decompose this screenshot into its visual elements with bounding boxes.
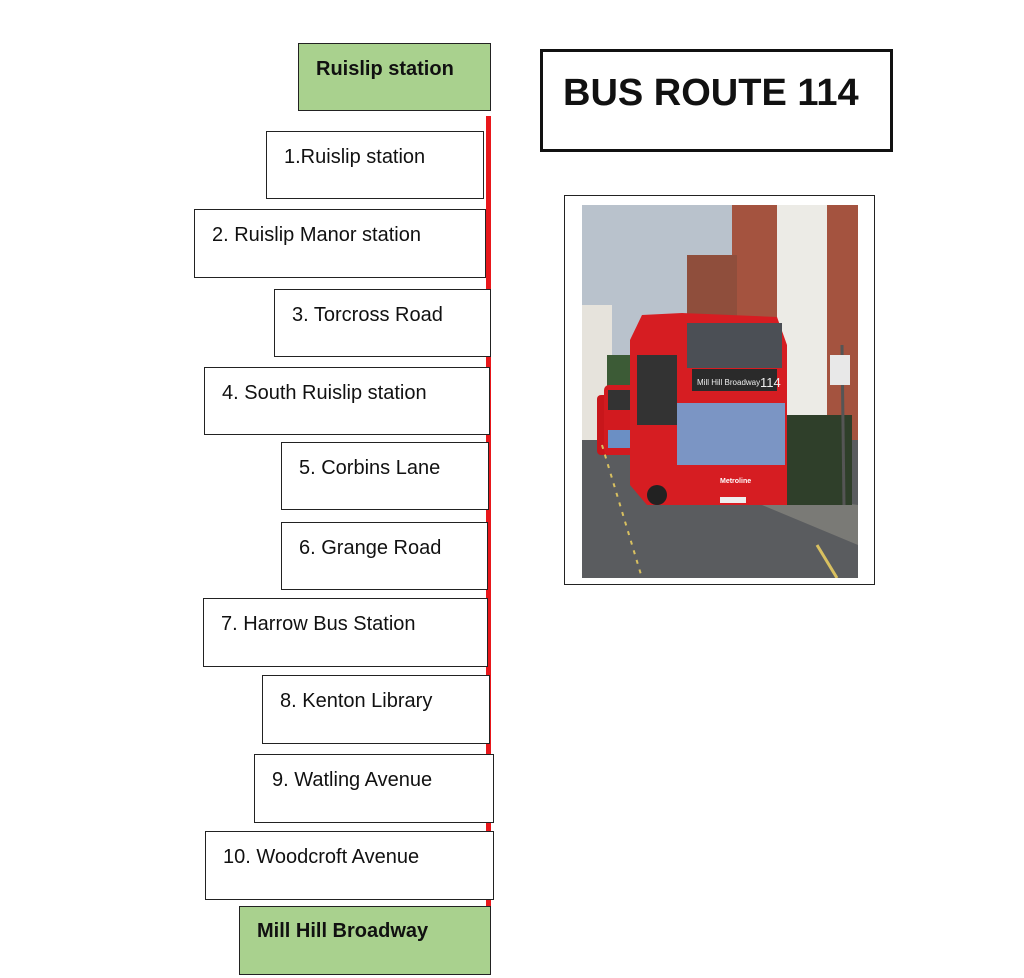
route-title-box: BUS ROUTE 114 [540, 49, 893, 152]
stop-label: 5. Corbins Lane [299, 457, 441, 479]
stop-label: 3. Torcross Road [292, 304, 443, 326]
stop-label: 9. Watling Avenue [272, 769, 433, 791]
stop-label: 2. Ruislip Manor station [212, 224, 421, 246]
bus-photo: Mill Hill Broadway 114 Metroline [582, 205, 858, 578]
stop-box: 4. South Ruislip station [204, 367, 490, 435]
stop-label: 4. South Ruislip station [222, 382, 427, 404]
stop-label: 7. Harrow Bus Station [221, 613, 416, 635]
stop-box: 1.Ruislip station [266, 131, 484, 199]
stop-label: 8. Kenton Library [280, 690, 433, 712]
stop-box: 5. Corbins Lane [281, 442, 489, 510]
start-terminus-label: Ruislip station [316, 58, 454, 80]
operator-logo: Metroline [720, 478, 751, 485]
stop-box: 2. Ruislip Manor station [194, 209, 486, 278]
stop-label: 1.Ruislip station [284, 146, 426, 168]
stop-box: 3. Torcross Road [274, 289, 491, 357]
stop-label: 10. Woodcroft Avenue [223, 846, 420, 868]
bus-photo-frame: Mill Hill Broadway 114 Metroline [564, 195, 875, 585]
stop-box: 6. Grange Road [281, 522, 488, 590]
route-line [486, 116, 491, 916]
stop-label: 6. Grange Road [299, 537, 442, 559]
stop-box: 9. Watling Avenue [254, 754, 494, 823]
stop-box: 8. Kenton Library [262, 675, 490, 744]
end-terminus-label: Mill Hill Broadway [257, 920, 429, 942]
route-title: BUS ROUTE 114 [563, 72, 859, 114]
end-terminus-box: Mill Hill Broadway [239, 906, 491, 975]
stop-box: 10. Woodcroft Avenue [205, 831, 494, 900]
destination-sign: Mill Hill Broadway [697, 378, 760, 387]
route-number-sign: 114 [760, 375, 781, 390]
start-terminus-box: Ruislip station [298, 43, 491, 111]
stop-box: 7. Harrow Bus Station [203, 598, 488, 667]
